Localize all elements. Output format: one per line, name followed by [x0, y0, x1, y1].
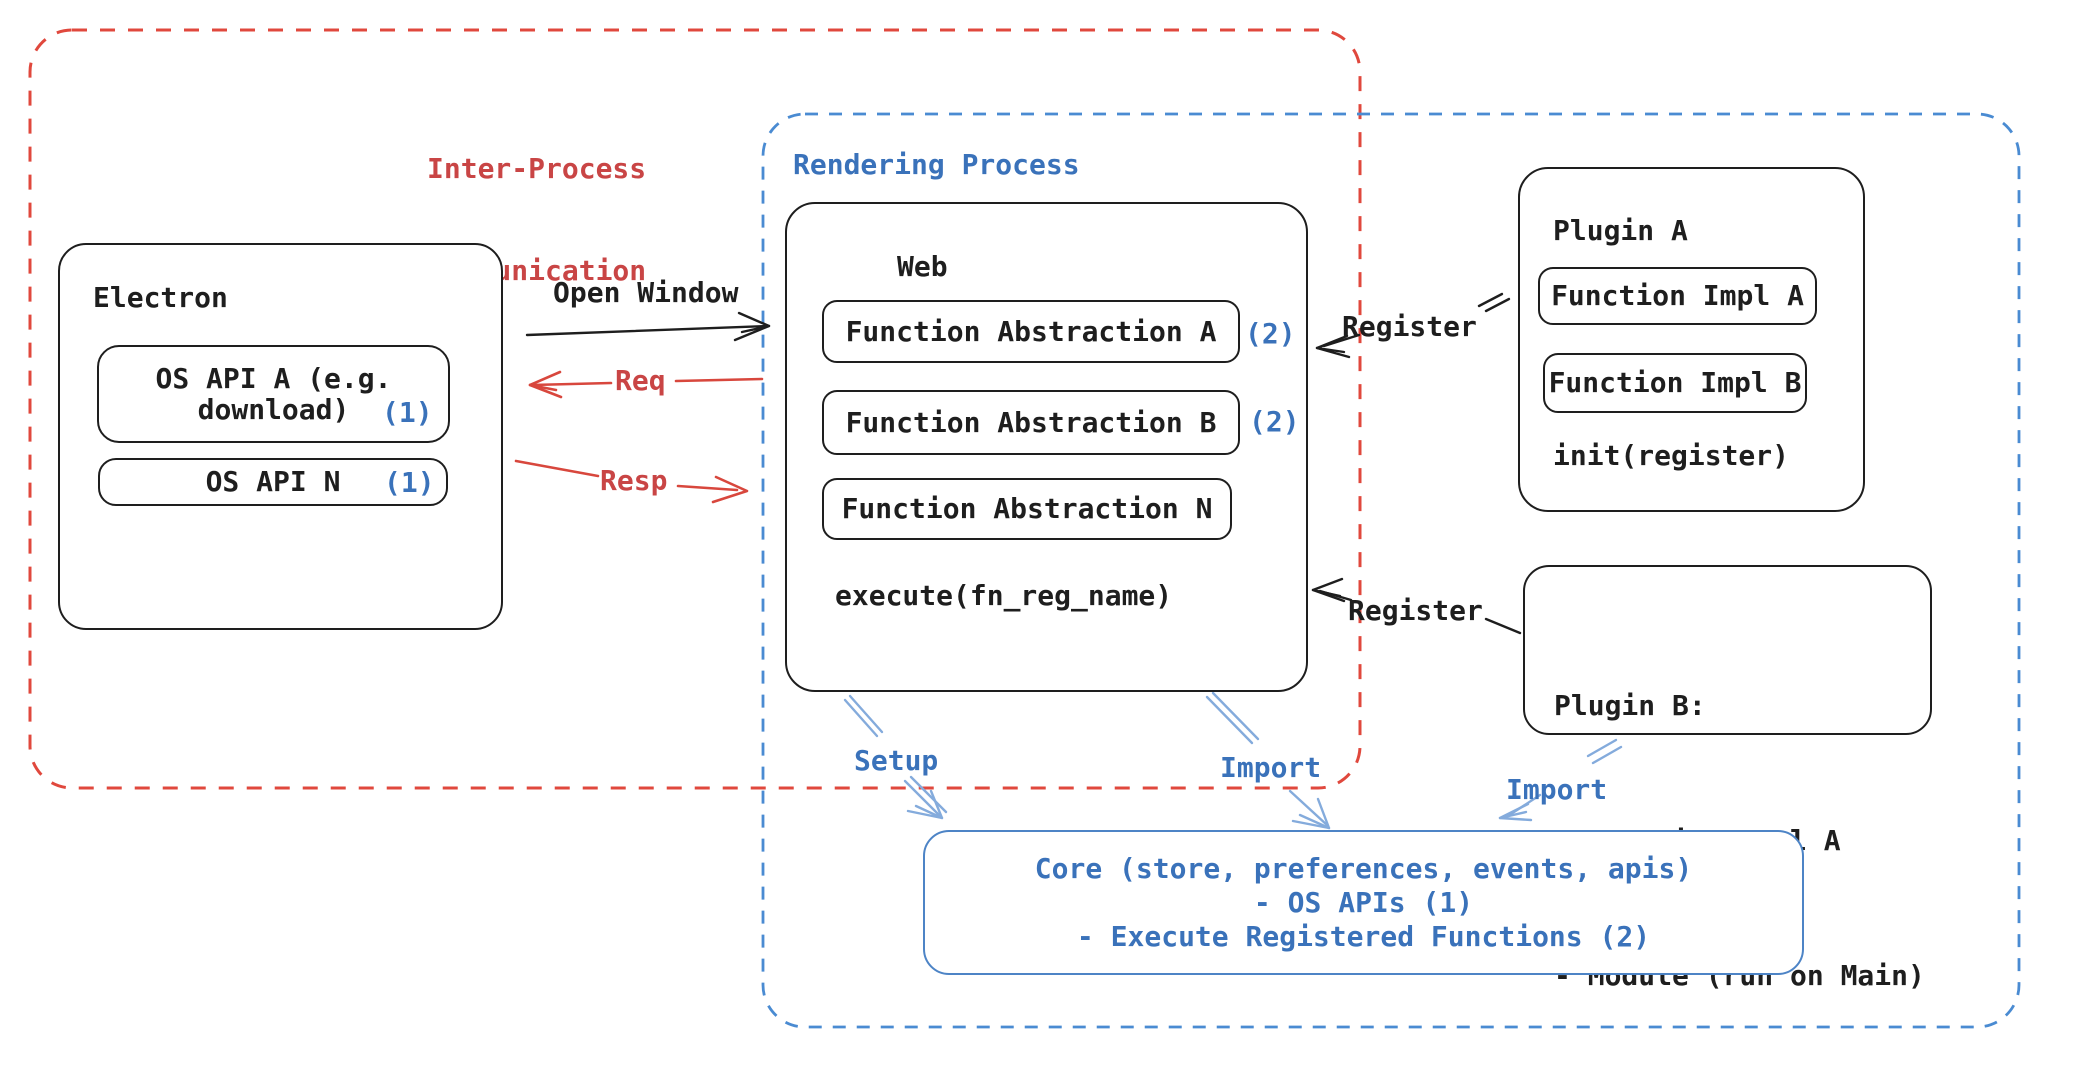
function-abstraction-n-box: Function Abstraction N [822, 478, 1232, 540]
function-abstraction-a-text: Function Abstraction A [845, 314, 1217, 348]
function-abstraction-n-text: Function Abstraction N [841, 492, 1213, 526]
web-title: Web [897, 250, 948, 283]
req-label: Req [615, 364, 666, 397]
plugin-b-line1: Plugin B: [1554, 689, 1706, 722]
ipc-label-line1: Inter-Process [427, 152, 647, 185]
import-plugin-b-label: Import [1506, 773, 1608, 806]
os-api-a-text: OS API A (e.g. download) [155, 347, 391, 441]
core-line3: - Execute Registered Functions (2) [1076, 919, 1651, 953]
register-plugin-b-label: Register [1348, 594, 1483, 627]
resp-label: Resp [600, 464, 668, 497]
os-api-a-box: OS API A (e.g. download) [97, 345, 450, 443]
setup-label: Setup [854, 744, 939, 777]
plugin-a-title: Plugin A [1553, 214, 1688, 247]
register-plugin-a-label: Register [1342, 310, 1477, 343]
os-api-a-ref: (1) [382, 396, 433, 429]
core-box: Core (store, preferences, events, apis) … [923, 830, 1804, 975]
os-api-a-line1: OS API A (e.g. [155, 362, 392, 395]
function-impl-b-text: Function Impl B [1548, 366, 1802, 400]
core-line1: Core (store, preferences, events, apis) [1034, 851, 1693, 885]
os-api-n-ref: (1) [384, 466, 435, 499]
core-line2: - OS APIs (1) [1253, 885, 1474, 919]
plugin-a-box [1518, 167, 1865, 512]
function-abstraction-a-box: Function Abstraction A [822, 300, 1240, 363]
function-abstraction-b-box: Function Abstraction B [822, 390, 1240, 455]
function-impl-a-text: Function Impl A [1551, 279, 1804, 313]
function-impl-a-box: Function Impl A [1538, 267, 1817, 325]
execute-label: execute(fn_reg_name) [835, 579, 1173, 612]
plugin-b-box: Plugin B: - Function Impl A - Module (ru… [1523, 565, 1932, 992]
init-register-label: init(register) [1553, 439, 1790, 472]
os-api-n-text: OS API N [205, 465, 341, 499]
function-abstraction-b-text: Function Abstraction B [845, 405, 1217, 439]
electron-title: Electron [93, 281, 228, 314]
os-api-a-line2: download) [197, 393, 350, 426]
function-abstraction-b-ref: (2) [1249, 405, 1300, 438]
function-abstraction-a-ref: (2) [1245, 317, 1296, 350]
open-window-label: Open Window [553, 276, 739, 309]
os-api-n-box: OS API N [98, 458, 448, 506]
import-web-label: Import [1220, 751, 1322, 784]
function-impl-b-box: Function Impl B [1543, 353, 1807, 413]
rendering-process-label: Rendering Process [793, 148, 1080, 181]
